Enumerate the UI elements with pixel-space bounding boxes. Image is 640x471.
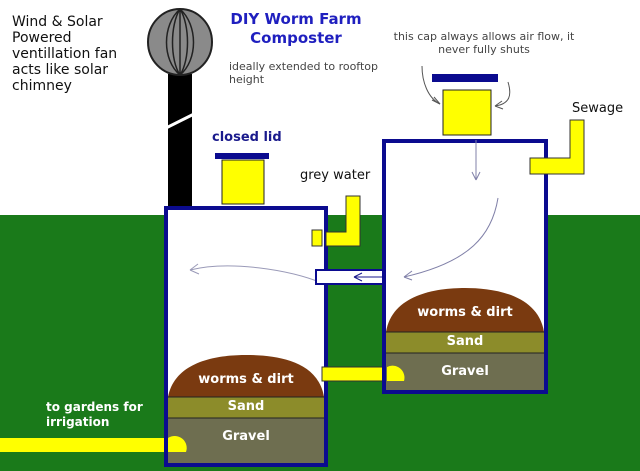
cap-note: this cap always allows air flow, it neve…: [378, 30, 590, 56]
right-cap-neck: [442, 89, 492, 136]
fan-note-line: ventillation fan: [12, 46, 118, 62]
closed-lid-label: closed lid: [212, 130, 282, 145]
left-lid-cap: [215, 153, 269, 159]
title-line-2: Composter: [250, 29, 342, 47]
fan-note: Wind & Solar Powered ventillation fan ac…: [12, 14, 117, 94]
irrigation-pipe: [0, 438, 172, 452]
left-sand-layer: [168, 397, 324, 418]
left-gravel-layer: [168, 418, 324, 463]
rooftop-note-line: ideally extended to rooftop: [229, 60, 379, 73]
right-gravel-layer: [386, 353, 544, 390]
grey-water-pipe: [325, 195, 361, 247]
fan-note-line: Powered: [12, 30, 72, 46]
diagram-title: DIY Worm Farm Composter: [226, 10, 366, 48]
left-gravel-label: Gravel: [222, 429, 270, 444]
left-outflow-cap: [168, 435, 187, 452]
fan-note-line: chimney: [12, 78, 72, 94]
sewage-label: Sewage: [572, 101, 624, 116]
right-sand-label: Sand: [446, 334, 484, 349]
irrigation-line: irrigation: [46, 415, 110, 429]
right-cap-top: [432, 74, 498, 82]
left-lid-neck: [221, 159, 265, 205]
cap-note-line: this cap always allows air flow, it: [393, 30, 575, 43]
cap-note-line: never fully shuts: [438, 43, 530, 56]
connecting-liquid-pipe: [321, 366, 391, 382]
left-sand-label: Sand: [227, 399, 265, 414]
irrigation-label: to gardens for irrigation: [46, 400, 143, 430]
fan-note-line: Wind & Solar: [12, 14, 103, 30]
right-outflow-cap: [387, 365, 405, 381]
left-worms-layer: [168, 355, 324, 397]
chimney-break: [165, 112, 195, 130]
left-airflow-arrow: [189, 265, 323, 284]
sewage-pipe: [529, 119, 585, 175]
right-sand-layer: [386, 332, 544, 353]
fan-note-line: acts like solar: [12, 62, 109, 78]
right-worms-label: worms & dirt: [417, 305, 513, 320]
rooftop-note: ideally extended to rooftop height: [229, 60, 378, 86]
grey-water-label: grey water: [300, 168, 371, 183]
rooftop-note-line: height: [229, 73, 265, 86]
right-gravel-label: Gravel: [441, 364, 489, 379]
irrigation-line: to gardens for: [46, 400, 143, 414]
title-line-1: DIY Worm Farm: [230, 10, 362, 28]
ventilation-fan-icon: [147, 8, 213, 76]
left-worms-label: worms & dirt: [198, 372, 294, 387]
right-worms-layer: [386, 288, 544, 332]
